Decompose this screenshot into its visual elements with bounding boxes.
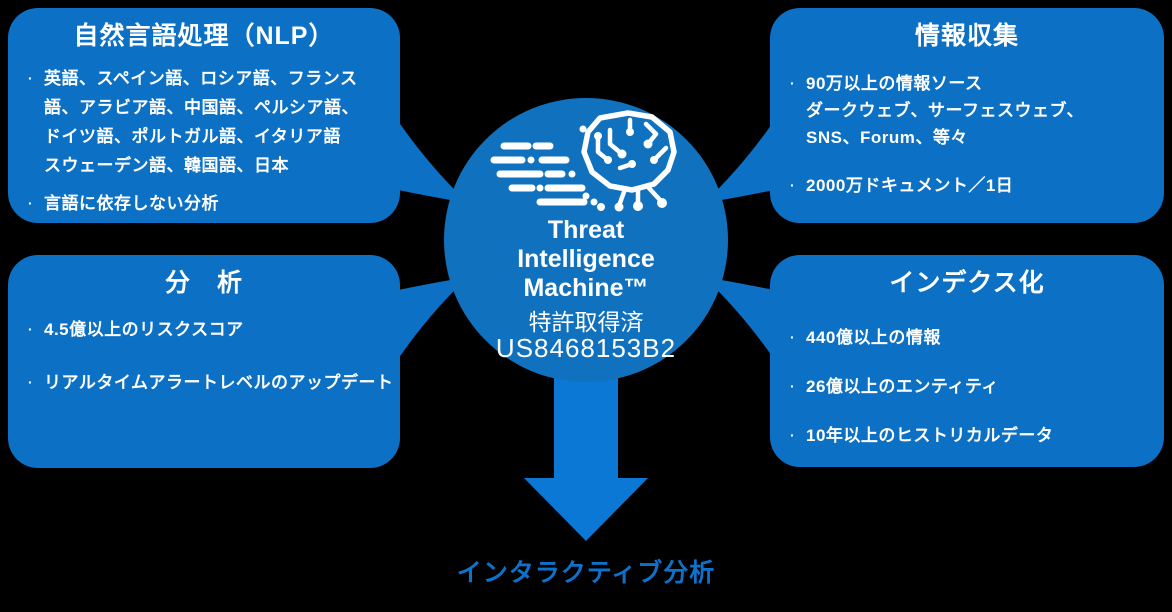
speeding-circuit-brain-icon bbox=[490, 110, 677, 212]
wedge-collection-to-circle bbox=[704, 121, 774, 203]
bullet-item: · 2000万ドキュメント／1日 bbox=[790, 172, 1158, 199]
bullet-dot: · bbox=[28, 321, 33, 337]
box-analysis: 分 析 · 4.5億以上のリスクスコア · リアルタイムアラートレベルのアップデ… bbox=[8, 255, 400, 468]
speed-dots bbox=[527, 125, 605, 211]
bullet-item: · 440億以上の情報 bbox=[790, 323, 1158, 352]
bullet-item: · リアルタイムアラートレベルのアップデート bbox=[28, 368, 394, 397]
bullet-dot: · bbox=[28, 374, 33, 390]
box-analysis-bullets: · 4.5億以上のリスクスコア · リアルタイムアラートレベルのアップデート bbox=[28, 315, 394, 421]
bullet-line: ダークウェブ、サーフェスウェブ、 bbox=[806, 101, 1084, 120]
bullet-dot: · bbox=[28, 195, 33, 211]
wedge-analysis-to-circle bbox=[398, 277, 468, 359]
box-nlp: 自然言語処理（NLP） · 英語、スペイン語、ロシア語、フランス 語、アラビア語… bbox=[8, 8, 400, 223]
patent-number: US8468153B2 bbox=[495, 333, 677, 363]
footer-label: インタラクティブ分析 bbox=[456, 559, 716, 587]
brain-circuit-nodes bbox=[594, 128, 667, 212]
wedge-indexing-to-circle bbox=[704, 277, 774, 359]
box-nlp-bullets: · 英語、スペイン語、ロシア語、フランス 語、アラビア語、中国語、ペルシア語、 … bbox=[28, 64, 394, 227]
box-analysis-title: 分 析 bbox=[164, 269, 243, 297]
bullet-line: スウェーデン語、韓国語、日本 bbox=[44, 156, 289, 175]
bullet-dot: · bbox=[790, 329, 795, 345]
center-title-line: Threat bbox=[547, 216, 625, 244]
bullet-line: SNS、Forum、等々 bbox=[806, 128, 968, 147]
bullet-item: · 英語、スペイン語、ロシア語、フランス 語、アラビア語、中国語、ペルシア語、 … bbox=[28, 64, 394, 180]
box-indexing: インデクス化 · 440億以上の情報 · 26億以上のエンティティ · 10年以… bbox=[770, 255, 1164, 467]
bullet-line: ドイツ語、ポルトガル語、イタリア語 bbox=[44, 127, 341, 146]
bullet-dot: · bbox=[790, 378, 795, 394]
bullet-item: · 90万以上の情報ソース ダークウェブ、サーフェスウェブ、 SNS、Forum… bbox=[790, 70, 1158, 151]
bullet-item: · 4.5億以上のリスクスコア bbox=[28, 315, 394, 344]
bullet-dot: · bbox=[790, 427, 795, 443]
down-arrow bbox=[524, 330, 648, 541]
bullet-dot: · bbox=[790, 75, 795, 91]
box-collection-bullets: · 90万以上の情報ソース ダークウェブ、サーフェスウェブ、 SNS、Forum… bbox=[790, 70, 1158, 220]
center-title-line: Machine™ bbox=[523, 274, 649, 302]
center-title-line: Intelligence bbox=[517, 245, 655, 273]
bullet-line: 語、アラビア語、中国語、ペルシア語、 bbox=[44, 98, 359, 117]
center-label: Threat Intelligence Machine™ 特許取得済 US846… bbox=[446, 216, 726, 362]
bullet-line: リアルタイムアラートレベルのアップデート bbox=[44, 373, 394, 392]
brain-outline bbox=[581, 110, 677, 193]
bullet-line: 10年以上のヒストリカルデータ bbox=[806, 426, 1054, 445]
bullet-item: · 10年以上のヒストリカルデータ bbox=[790, 421, 1158, 450]
box-indexing-bullets: · 440億以上の情報 · 26億以上のエンティティ · 10年以上のヒストリカ… bbox=[790, 323, 1158, 470]
bullet-line: 2000万ドキュメント／1日 bbox=[806, 176, 1014, 195]
box-indexing-title: インデクス化 bbox=[889, 269, 1045, 297]
center-circle bbox=[444, 98, 728, 382]
bullet-line: 440億以上の情報 bbox=[806, 328, 941, 347]
bullet-dot: · bbox=[790, 177, 795, 193]
speed-lines bbox=[490, 142, 588, 206]
bullet-dot: · bbox=[28, 70, 33, 86]
bullet-item: · 26億以上のエンティティ bbox=[790, 372, 1158, 401]
bullet-line: 4.5億以上のリスクスコア bbox=[44, 320, 244, 339]
bullet-line: 26億以上のエンティティ bbox=[806, 377, 999, 396]
wedge-nlp-to-circle bbox=[398, 121, 468, 203]
box-collection: 情報収集 · 90万以上の情報ソース ダークウェブ、サーフェスウェブ、 SNS、… bbox=[770, 8, 1164, 223]
bullet-line: 言語に依存しない分析 bbox=[44, 194, 219, 213]
patent-label: 特許取得済 bbox=[528, 309, 644, 335]
box-nlp-title: 自然言語処理（NLP） bbox=[73, 22, 335, 50]
box-collection-title: 情報収集 bbox=[914, 22, 1019, 50]
bullet-line: 90万以上の情報ソース bbox=[806, 74, 983, 93]
bullet-line: 英語、スペイン語、ロシア語、フランス bbox=[44, 69, 358, 88]
bullet-item: · 言語に依存しない分析 bbox=[28, 189, 394, 218]
